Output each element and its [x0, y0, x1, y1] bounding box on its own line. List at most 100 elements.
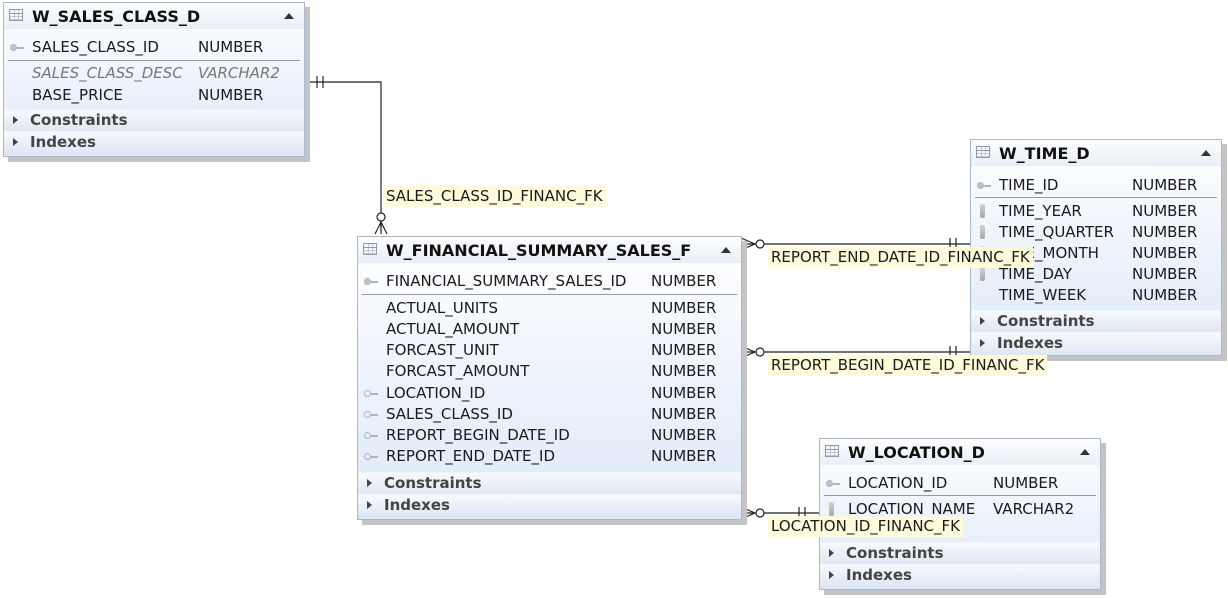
entity-title: W_FINANCIAL_SUMMARY_SALES_F	[386, 241, 692, 260]
indexes-section[interactable]: Indexes	[820, 564, 1100, 586]
table-icon	[9, 9, 23, 21]
relationship-label-sales-class[interactable]: SALES_CLASS_ID_FINANC_FK	[383, 186, 606, 207]
key-separator	[975, 197, 1217, 198]
column-type: VARCHAR2	[198, 64, 280, 82]
relationship-label-location[interactable]: LOCATION_ID_FINANC_FK	[768, 516, 963, 537]
table-icon	[825, 445, 839, 457]
key-separator	[362, 294, 737, 295]
relationship-label-begin-date[interactable]: REPORT_BEGIN_DATE_ID_FINANC_FK	[768, 355, 1048, 376]
column-row[interactable]: TIME_QUARTER NUMBER	[971, 222, 1221, 243]
column-name: ACTUAL_AMOUNT	[386, 320, 520, 338]
column-row[interactable]: FORCAST_UNIT NUMBER	[358, 340, 741, 361]
column-type: NUMBER	[651, 384, 717, 402]
index-icon	[980, 267, 985, 281]
section-label: Constraints	[997, 312, 1095, 330]
column-row[interactable]: ACTUAL_UNITS NUMBER	[358, 298, 741, 319]
section-label: Constraints	[384, 474, 482, 492]
column-type: NUMBER	[1132, 265, 1198, 283]
collapse-icon[interactable]	[1201, 150, 1211, 156]
expand-arrow-icon	[980, 339, 985, 347]
entity-header[interactable]: W_SALES_CLASS_D	[4, 3, 304, 29]
primary-key-icon	[10, 44, 24, 51]
column-row[interactable]: TIME_WEEK NUMBER	[971, 285, 1221, 306]
entity-title: W_LOCATION_D	[848, 443, 985, 462]
column-type: VARCHAR2	[993, 500, 1075, 518]
expand-arrow-icon	[13, 116, 18, 124]
column-name: TIME_DAY	[999, 265, 1073, 283]
column-row[interactable]: FORCAST_AMOUNT NUMBER	[358, 361, 741, 382]
section-label: Indexes	[384, 496, 450, 514]
column-row[interactable]: SALES_CLASS_ID NUMBER	[4, 37, 304, 58]
column-name: REPORT_END_DATE_ID	[386, 447, 555, 465]
section-label: Indexes	[997, 334, 1063, 352]
section-label: Indexes	[30, 133, 96, 151]
primary-key-icon	[826, 480, 840, 487]
relationship-label-end-date[interactable]: REPORT_END_DATE_ID_FINANC_FK	[768, 247, 1033, 268]
column-name: FORCAST_UNIT	[386, 341, 499, 359]
table-icon	[976, 146, 990, 158]
entity-title: W_TIME_D	[999, 144, 1090, 163]
column-name: TIME_YEAR	[999, 202, 1082, 220]
column-name: SALES_CLASS_ID	[32, 38, 159, 56]
constraints-section[interactable]: Constraints	[971, 310, 1221, 332]
column-type: NUMBER	[651, 272, 717, 290]
column-row[interactable]: BASE_PRICE NUMBER	[4, 85, 304, 106]
expand-arrow-icon	[829, 571, 834, 579]
entity-financial-summary[interactable]: W_FINANCIAL_SUMMARY_SALES_F FINANCIAL_SU…	[357, 236, 742, 520]
column-type: NUMBER	[198, 86, 264, 104]
column-row[interactable]: TIME_DAY NUMBER	[971, 264, 1221, 285]
column-name: REPORT_BEGIN_DATE_ID	[386, 426, 570, 444]
collapse-icon[interactable]	[1080, 449, 1090, 455]
column-name: SALES_CLASS_DESC	[32, 64, 183, 82]
column-name: TIME_WEEK	[999, 286, 1087, 304]
column-name: FINANCIAL_SUMMARY_SALES_ID	[386, 272, 627, 290]
key-separator	[8, 60, 300, 61]
column-type: NUMBER	[651, 447, 717, 465]
column-row[interactable]: LOCATION_NAME VARCHAR2	[820, 499, 1100, 520]
column-name: FORCAST_AMOUNT	[386, 362, 530, 380]
entity-sales-class[interactable]: W_SALES_CLASS_D SALES_CLASS_ID NUMBER SA…	[3, 2, 305, 157]
constraints-section[interactable]: Constraints	[4, 109, 304, 131]
collapse-icon[interactable]	[284, 13, 294, 19]
column-row[interactable]: REPORT_BEGIN_DATE_ID NUMBER	[358, 425, 741, 446]
column-row[interactable]: LOCATION_ID NUMBER	[820, 473, 1100, 494]
foreign-key-icon	[364, 390, 378, 397]
index-icon	[829, 502, 834, 516]
collapse-icon[interactable]	[721, 247, 731, 253]
expand-arrow-icon	[367, 479, 372, 487]
column-row[interactable]: ACTUAL_AMOUNT NUMBER	[358, 319, 741, 340]
column-row[interactable]: LOCATION_ID NUMBER	[358, 383, 741, 404]
column-name: LOCATION_NAME	[848, 500, 976, 518]
section-label: Constraints	[30, 111, 128, 129]
column-type: NUMBER	[651, 299, 717, 317]
primary-key-icon	[977, 182, 991, 189]
indexes-section[interactable]: Indexes	[358, 494, 741, 516]
column-type: NUMBER	[198, 38, 264, 56]
column-row[interactable]: TIME_ID NUMBER	[971, 175, 1221, 196]
indexes-section[interactable]: Indexes	[4, 131, 304, 153]
column-row[interactable]: SALES_CLASS_ID NUMBER	[358, 404, 741, 425]
column-type: NUMBER	[651, 362, 717, 380]
expand-arrow-icon	[13, 138, 18, 146]
entity-location[interactable]: W_LOCATION_D LOCATION_ID NUMBER LOCATION…	[819, 438, 1101, 590]
constraints-section[interactable]: Constraints	[358, 472, 741, 494]
column-name: TIME_QUARTER	[999, 223, 1114, 241]
column-type: NUMBER	[1132, 244, 1198, 262]
entity-header[interactable]: W_TIME_D	[971, 140, 1221, 166]
column-name: TIME_ID	[999, 176, 1059, 194]
column-row[interactable]: SALES_CLASS_DESC VARCHAR2	[4, 63, 304, 84]
column-type: NUMBER	[651, 341, 717, 359]
column-row[interactable]: FINANCIAL_SUMMARY_SALES_ID NUMBER	[358, 271, 741, 292]
entity-header[interactable]: W_LOCATION_D	[820, 439, 1100, 465]
column-type: NUMBER	[1132, 176, 1198, 194]
indexes-section[interactable]: Indexes	[971, 332, 1221, 354]
table-icon	[363, 243, 377, 255]
sales-class-fk-line	[305, 81, 382, 228]
expand-arrow-icon	[829, 549, 834, 557]
column-row[interactable]: TIME_YEAR NUMBER	[971, 201, 1221, 222]
entity-header[interactable]: W_FINANCIAL_SUMMARY_SALES_F	[358, 237, 741, 263]
index-icon	[980, 204, 985, 218]
column-type: NUMBER	[651, 320, 717, 338]
constraints-section[interactable]: Constraints	[820, 542, 1100, 564]
column-row[interactable]: REPORT_END_DATE_ID NUMBER	[358, 446, 741, 467]
